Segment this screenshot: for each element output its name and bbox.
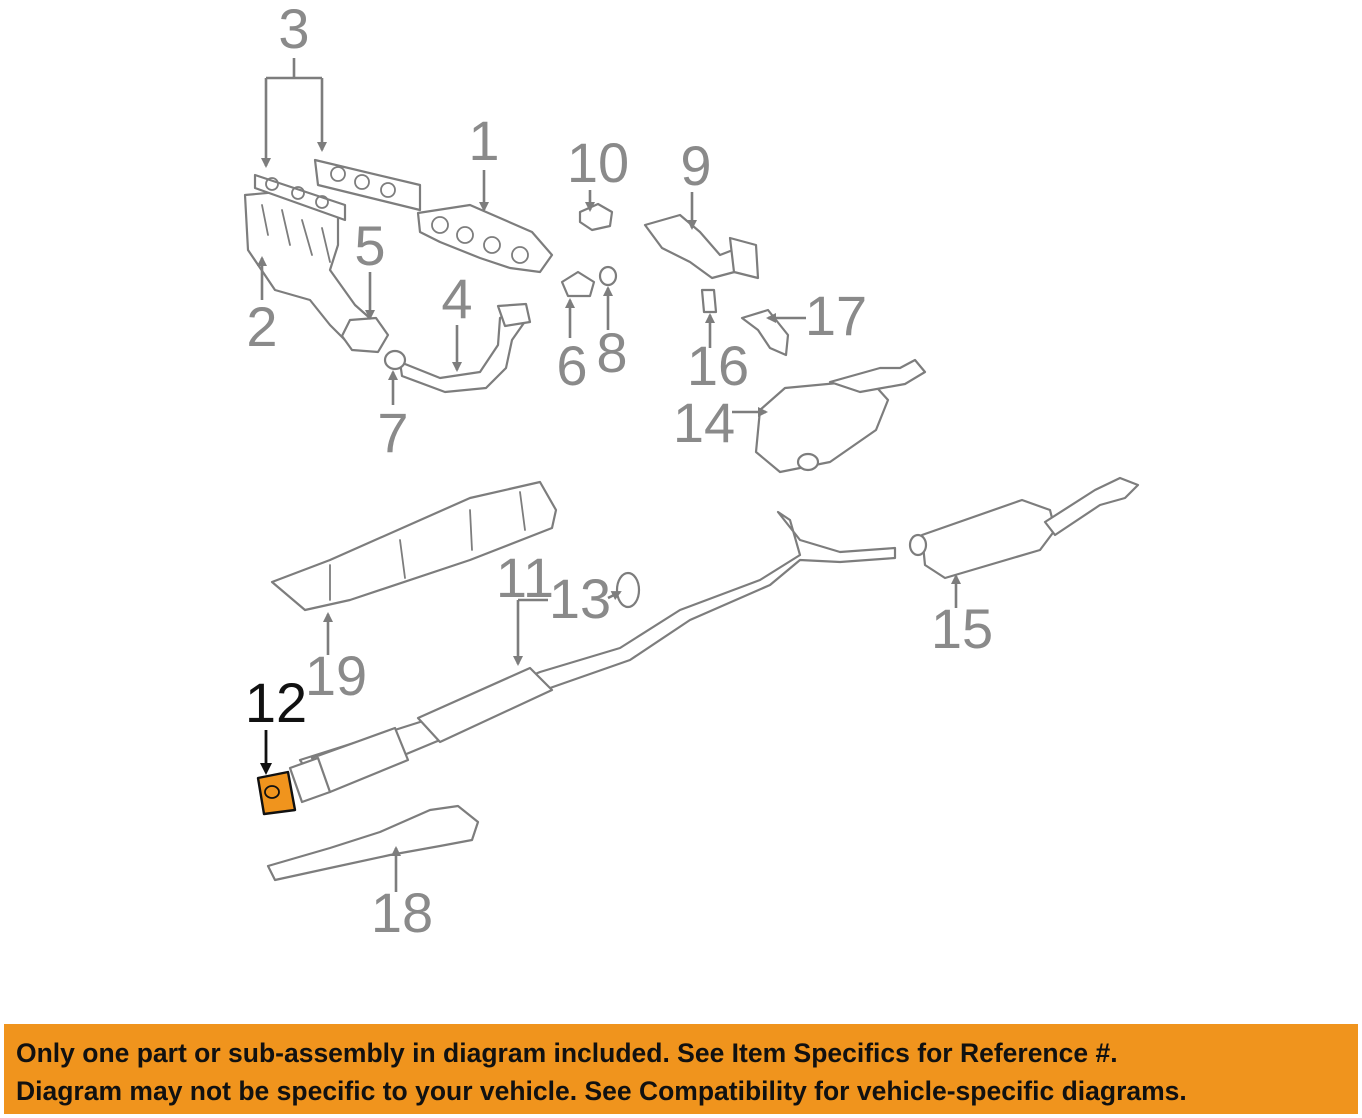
- callout-15: 15: [931, 597, 993, 660]
- exhaust-parts-diagram: 1 2 3 4 5 6 7 8 9 10 11 12 13 14 15 16 1…: [243, 0, 1140, 944]
- callout-13: 13: [549, 567, 611, 630]
- callout-5: 5: [354, 214, 385, 277]
- part-18-heat-shield[interactable]: [266, 804, 480, 882]
- callout-1: 1: [468, 109, 499, 172]
- part-7-gasket[interactable]: [383, 349, 407, 371]
- callout-17: 17: [805, 284, 867, 347]
- part-14-muffler[interactable]: [754, 358, 927, 474]
- part-6-hanger[interactable]: [560, 270, 596, 298]
- part-1-exhaust-manifold[interactable]: [416, 203, 554, 274]
- callout-19: 19: [305, 644, 367, 707]
- callout-12: 12: [245, 671, 307, 734]
- part-12-gasket-highlighted[interactable]: [256, 770, 297, 816]
- disclaimer-line-2: Diagram may not be specific to your vehi…: [16, 1076, 1187, 1106]
- part-15-muffler[interactable]: [908, 476, 1140, 580]
- part-4-crossover-pipe[interactable]: [398, 302, 532, 394]
- callout-4: 4: [441, 267, 472, 330]
- part-17-bracket[interactable]: [740, 308, 790, 357]
- disclaimer-banner: Only one part or sub-assembly in diagram…: [4, 1024, 1358, 1114]
- part-10-gasket[interactable]: [578, 202, 614, 232]
- callout-6: 6: [556, 334, 587, 397]
- part-8-seal[interactable]: [598, 265, 618, 287]
- disclaimer-line-1: Only one part or sub-assembly in diagram…: [16, 1038, 1118, 1068]
- callout-3: 3: [278, 0, 309, 60]
- callout-18: 18: [371, 881, 433, 944]
- callout-9: 9: [680, 134, 711, 197]
- callout-7: 7: [377, 401, 408, 464]
- callout-16: 16: [687, 334, 749, 397]
- part-3-manifold-gaskets[interactable]: [253, 158, 422, 222]
- part-16-hanger[interactable]: [700, 288, 718, 314]
- part-19-heat-shield[interactable]: [270, 480, 558, 612]
- part-11-exhaust-pipe[interactable]: [288, 510, 897, 804]
- part-5-gasket[interactable]: [340, 316, 390, 354]
- callout-2: 2: [246, 295, 277, 358]
- callout-11: 11: [496, 546, 554, 609]
- part-9-front-pipe[interactable]: [643, 213, 760, 280]
- part-13-gasket[interactable]: [615, 571, 641, 609]
- callout-8: 8: [596, 321, 627, 384]
- leader-arrows: [257, 58, 961, 892]
- callout-14: 14: [673, 391, 735, 454]
- callout-10: 10: [567, 131, 629, 194]
